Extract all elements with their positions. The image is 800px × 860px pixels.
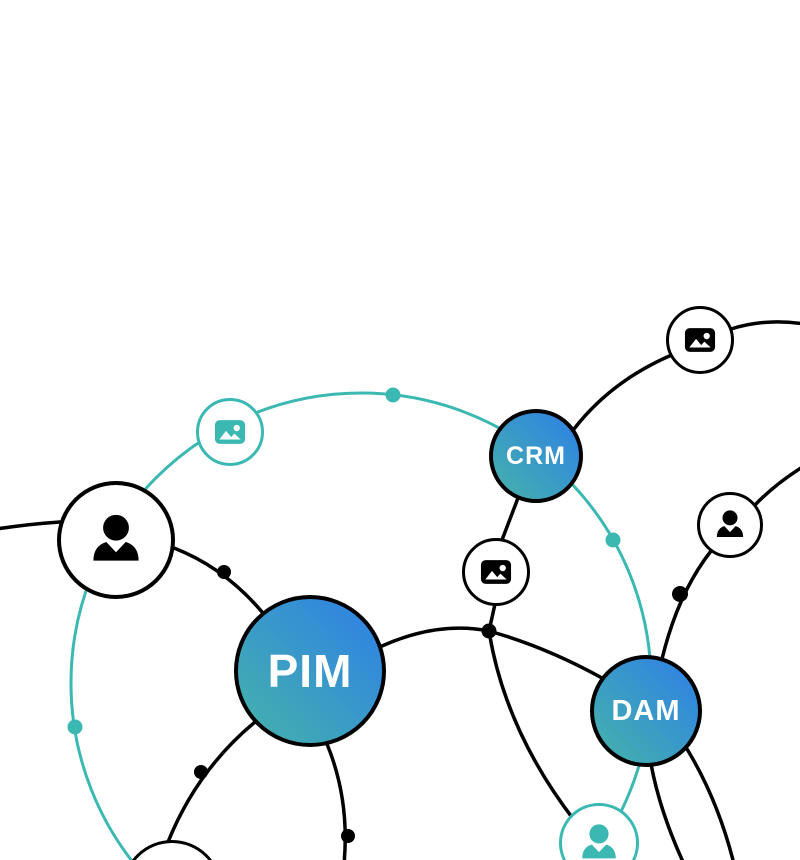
node-image-center [462, 538, 530, 606]
image-icon [684, 328, 716, 352]
user-icon [582, 824, 616, 859]
connector-dam-to-bottom-edge-1 [649, 762, 685, 860]
node-image-topright [666, 306, 734, 374]
node-user-left [57, 481, 175, 599]
connector-left-edge-to-user [0, 520, 62, 531]
teal-node-dot [605, 532, 621, 548]
node-pim-label: PIM [267, 645, 353, 697]
connector-image-to-right-edge [729, 320, 800, 331]
connector-image-to-crm [500, 496, 520, 542]
teal-node-dot [385, 387, 401, 403]
connector-pim-to-bottom-circle [166, 720, 257, 844]
connector-crm-to-image-topright [572, 352, 676, 431]
node-user-teal [559, 803, 639, 860]
node-dam-label: DAM [611, 694, 681, 727]
connector-user-to-dam [660, 549, 713, 661]
connector-junction-to-teal-user [487, 629, 576, 822]
connector-dam-to-bottom-edge-2 [685, 747, 735, 860]
connector-user-to-right-edge [753, 466, 800, 507]
black-node-dot [341, 829, 355, 843]
black-node-dot [194, 765, 208, 779]
user-icon [716, 510, 744, 537]
black-node-dot [217, 565, 231, 579]
node-dam: DAM [590, 655, 702, 767]
connector-pim-to-bottom-edge [325, 742, 347, 860]
image-icon [214, 420, 246, 444]
node-crm-label: CRM [506, 441, 566, 470]
node-user-right [697, 492, 763, 558]
node-crm: CRM [489, 409, 583, 503]
node-pim: PIM [234, 595, 386, 747]
black-node-dot [672, 586, 688, 602]
user-icon [93, 514, 139, 561]
connector-user-to-pim [172, 546, 264, 614]
node-image-teal [196, 398, 264, 466]
black-node-dot [481, 623, 497, 639]
teal-node-dot [67, 719, 83, 735]
image-icon [480, 560, 512, 584]
